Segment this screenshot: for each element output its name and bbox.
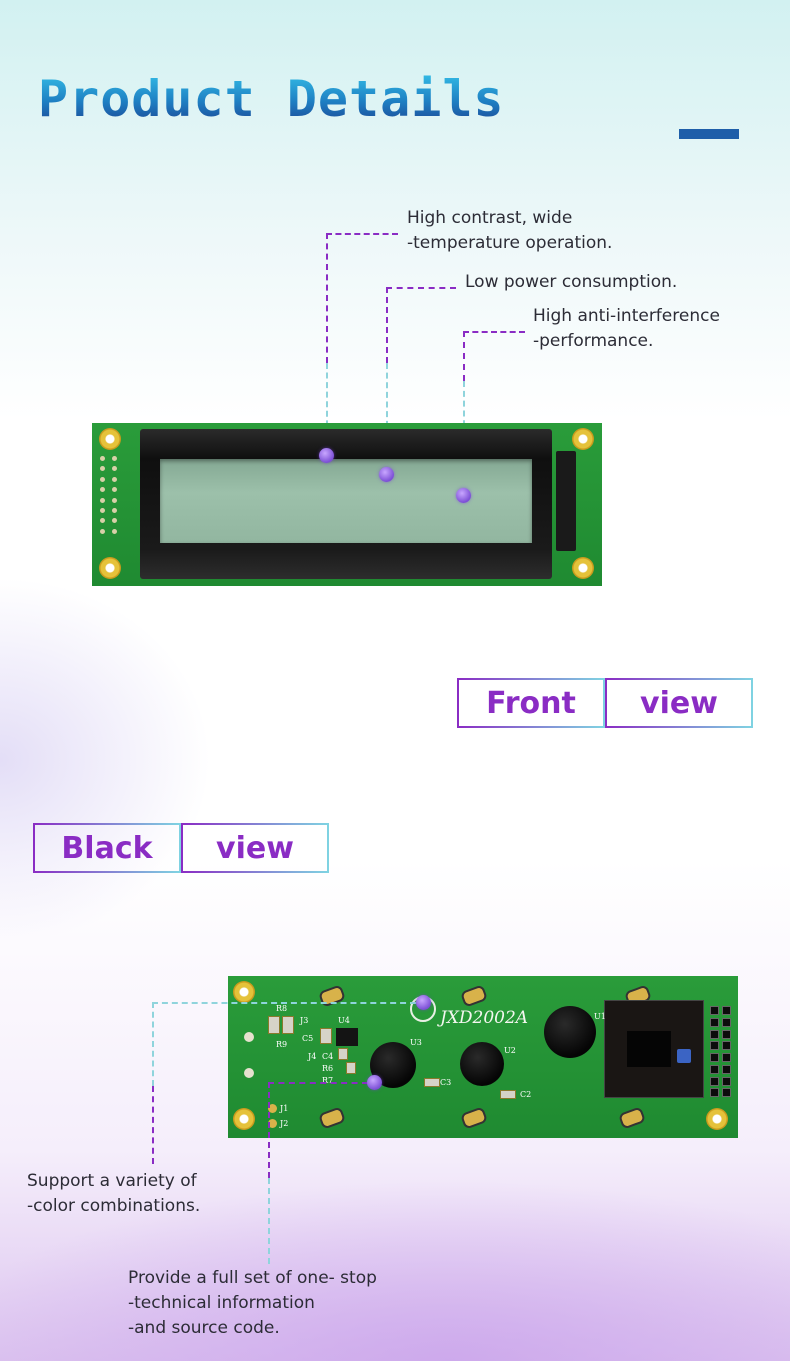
silk-j3: J3 [300, 1016, 309, 1025]
pin-header-front [100, 456, 118, 536]
solder-tab [459, 984, 489, 1008]
callout-line-1-v [326, 233, 328, 363]
callout-dot-icon [379, 467, 394, 482]
contrast-potentiometer [677, 1049, 691, 1063]
silk-r8: R8 [276, 1004, 288, 1013]
callout-dot-icon [416, 995, 431, 1010]
silk-u4: U4 [338, 1016, 350, 1025]
feature-technical-info: Provide a full set of one- stop -technic… [128, 1268, 377, 1338]
silk-c3: C3 [440, 1078, 452, 1087]
callout-line-2-v [386, 287, 388, 363]
front-label-word: Front [486, 685, 576, 721]
solder-tab [317, 984, 347, 1008]
callout-dot-icon [319, 448, 334, 463]
smd-component [346, 1062, 356, 1074]
feature-color-combinations: Support a variety of -color combinations… [27, 1171, 201, 1216]
mount-hole [99, 557, 121, 579]
mount-hole [233, 1108, 255, 1130]
callout-line-2-h [386, 287, 456, 289]
cob-chip-u2 [460, 1042, 504, 1086]
page-title: Product Details [38, 70, 505, 128]
pad-j2 [268, 1119, 277, 1128]
silk-j2: J2 [280, 1119, 289, 1128]
silk-r7: R7 [322, 1076, 334, 1085]
mount-hole [99, 428, 121, 450]
callout-line-4-v [152, 1002, 154, 1086]
callout-dot-icon [367, 1075, 382, 1090]
silk-u3: U3 [410, 1038, 422, 1047]
silk-r6: R6 [322, 1064, 334, 1073]
solder-tab [459, 1106, 489, 1130]
solder-tab [617, 1106, 647, 1130]
callout-line-5-h [268, 1082, 368, 1084]
adapter-ic [627, 1031, 671, 1067]
callout-line-5-v-low [268, 1178, 270, 1264]
callout-line-1-v-low [326, 363, 328, 455]
lcd-screen [160, 459, 532, 543]
callout-line-2-v-low [386, 363, 388, 475]
callout-line-4-h [152, 1002, 416, 1004]
pin-header-back [710, 1006, 732, 1098]
mount-hole [706, 1108, 728, 1130]
silk-c4: C4 [322, 1052, 334, 1061]
feature-contrast: High contrast, wide -temperature operati… [407, 208, 613, 253]
callout-line-5-v [268, 1082, 270, 1178]
callout-line-1-h [326, 233, 398, 235]
silk-c5: C5 [302, 1034, 314, 1043]
callout-line-3-v [463, 331, 465, 381]
mount-hole [572, 428, 594, 450]
ic-u4 [336, 1028, 358, 1046]
pad-j1 [268, 1104, 277, 1113]
callout-dot-icon [456, 488, 471, 503]
mount-hole [572, 557, 594, 579]
silk-u2: U2 [504, 1046, 516, 1055]
silk-c2: C2 [520, 1090, 532, 1099]
backlight-connector [556, 451, 576, 551]
front-label-box: Front [457, 678, 605, 728]
front-view-word: view [640, 685, 718, 721]
smd-component [282, 1016, 294, 1034]
lcd-bezel [140, 429, 552, 579]
smd-component [268, 1016, 280, 1034]
smd-component [338, 1048, 348, 1060]
black-label-word: Black [61, 830, 153, 866]
lcd-back-pcb: JXD2002A R8 R9 J3 C5 U4 J4 R6 R7 C4 U3 U… [228, 976, 738, 1138]
test-point [244, 1032, 254, 1042]
silk-j4: J4 [308, 1052, 317, 1061]
feature-anti-interference: High anti-interference -performance. [533, 306, 720, 351]
black-view-word: view [216, 830, 294, 866]
board-model: JXD2002A [440, 1008, 529, 1028]
callout-line-4-v-low [152, 1086, 154, 1164]
feature-low-power: Low power consumption. [465, 272, 678, 292]
test-point [244, 1068, 254, 1078]
silk-r9: R9 [276, 1040, 288, 1049]
view-label-box: view [605, 678, 753, 728]
callout-line-3-h [463, 331, 525, 333]
solder-tab [317, 1106, 347, 1130]
title-accent-bar [679, 129, 739, 139]
black-label-box: Black [33, 823, 181, 873]
silk-u1: U1 [594, 1012, 606, 1021]
smd-component [500, 1090, 516, 1099]
view-label-box: view [181, 823, 329, 873]
lcd-front-pcb [92, 423, 602, 586]
smd-component [320, 1028, 332, 1044]
mount-hole [233, 981, 255, 1003]
silk-j1: J1 [280, 1104, 289, 1113]
adapter-module [604, 1000, 704, 1098]
cob-chip-u1 [544, 1006, 596, 1058]
smd-component [424, 1078, 440, 1087]
